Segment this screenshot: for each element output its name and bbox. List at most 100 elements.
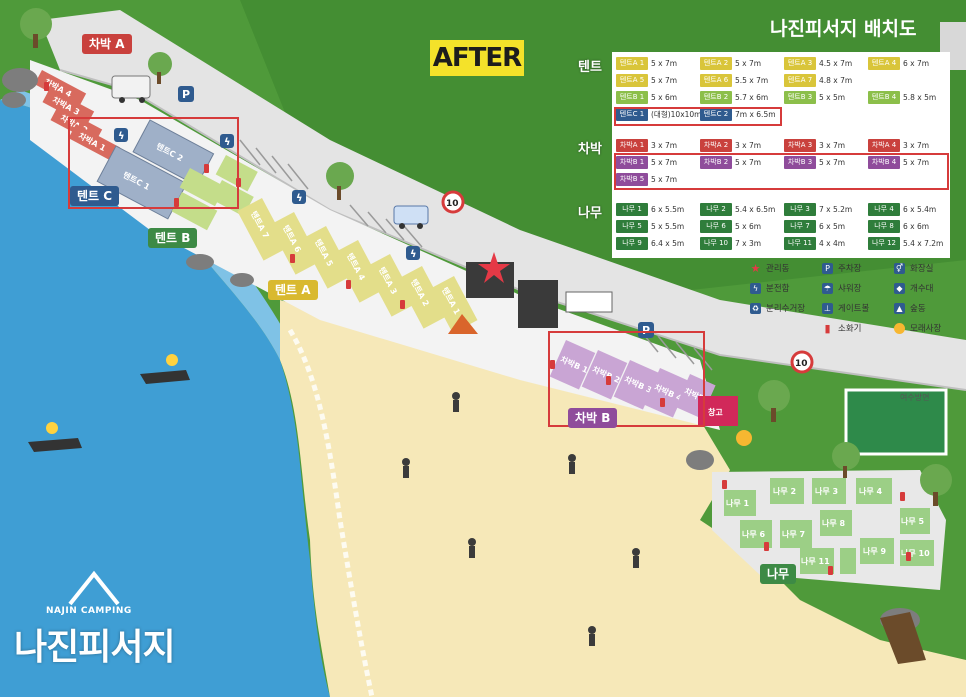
slot-namu[interactable]	[900, 540, 934, 566]
slot-chabak-a4[interactable]	[34, 70, 87, 108]
slot-tent-b[interactable]	[171, 192, 218, 231]
slot-namu[interactable]	[812, 478, 846, 504]
tent-site-size: 5 x 7m	[651, 75, 678, 85]
slot-tent-a4[interactable]	[333, 240, 385, 303]
tent-site-name: 텐트C 1	[616, 107, 648, 121]
slot-chabak-a3[interactable]	[42, 88, 95, 126]
namu-site-name: 나무 10	[700, 236, 732, 250]
speed-limit-sign: 10	[790, 350, 814, 374]
slot-label: 나무 2	[773, 486, 796, 496]
slot-label: 나무 11	[801, 556, 830, 566]
star-icon: ★	[750, 261, 761, 275]
sandbox-icon	[894, 322, 905, 334]
power-icon: ϟ	[406, 246, 420, 260]
tent-site-name: 텐트A 2	[700, 56, 732, 70]
tent-structure	[448, 314, 478, 334]
namu-site-name: 나무 6	[700, 219, 732, 233]
slot-chabak-a1[interactable]	[68, 124, 121, 162]
slot-namu[interactable]	[770, 478, 804, 504]
tent-site-size: (대형)10x10m	[651, 109, 702, 119]
namu-site-size: 7 x 5.2m	[819, 204, 853, 214]
road-direction-label: 여수방면	[900, 392, 929, 402]
namu-site-size: 6 x 6m	[903, 221, 930, 231]
slot-chabak-b1[interactable]	[549, 340, 596, 390]
sink-icon: ◆	[894, 282, 905, 294]
zone-label-tent-b: 텐트 B	[148, 228, 198, 248]
slot-label: 나무 7	[782, 529, 805, 539]
speed-limit-sign: 10	[441, 190, 465, 214]
slot-tent-a5[interactable]	[301, 226, 353, 289]
beach-people	[402, 392, 640, 646]
gateball-court	[844, 388, 948, 456]
road	[40, 10, 966, 390]
chabak-site-size: 5 x 7m	[903, 157, 930, 167]
namu-site-size: 5.4 x 6.5m	[735, 204, 776, 214]
slot-namu[interactable]	[820, 510, 852, 536]
tent-site-name: 텐트B 4	[868, 90, 900, 104]
slot-label: 나무 8	[822, 518, 846, 528]
svg-text:P: P	[182, 88, 190, 101]
category-label-namu: 나무	[578, 206, 602, 221]
gateball-icon: ⊥	[822, 302, 833, 314]
slot-label: 나무 10	[901, 548, 930, 558]
slot-chabak-b2[interactable]	[581, 350, 628, 400]
tent-size-cell	[868, 73, 952, 87]
slot-tent-b[interactable]	[211, 180, 254, 217]
chabak-site-size: 5 x 7m	[651, 174, 678, 184]
highlight-chabak-b-rows	[614, 153, 949, 190]
slot-namu[interactable]	[724, 490, 756, 516]
shower-icon: ☂	[822, 282, 833, 294]
category-label-chabak: 차박	[578, 142, 602, 157]
svg-text:ϟ: ϟ	[224, 137, 231, 148]
namu-site-size: 6 x 5m	[819, 221, 846, 231]
namu-site-size: 4 x 4m	[819, 238, 846, 248]
power-icon: ϟ	[114, 128, 128, 142]
legend-office: ★관리동	[750, 261, 790, 275]
slot-tent-a2[interactable]	[397, 266, 449, 329]
tent-site-size: 5 x 5m	[819, 92, 846, 102]
category-label-tent: 텐트	[578, 60, 602, 75]
slot-namu[interactable]	[900, 508, 930, 534]
chabak-site-name: 차박A 2	[700, 138, 732, 152]
slot-namu[interactable]	[860, 538, 894, 564]
namu-site-name: 나무 12	[868, 236, 900, 250]
slot-namu[interactable]	[780, 520, 812, 548]
sand-beach	[280, 300, 966, 697]
namu-site-name: 나무 4	[868, 202, 900, 216]
tent-site-name: 텐트C 2	[700, 107, 732, 121]
namu-site-name: 나무 5	[616, 219, 648, 233]
slot-namu[interactable]	[856, 478, 892, 504]
slot-namu[interactable]	[840, 548, 856, 574]
tent-site-size: 4.5 x 7m	[819, 58, 853, 68]
namu-site-size: 7 x 3m	[735, 238, 762, 248]
map-title: 나진피서지 배치도	[770, 18, 917, 40]
legend-extinguisher: ▮소화기	[822, 322, 861, 335]
power-icon: ϟ	[292, 190, 306, 204]
tent-a-slots: 텐트A 7 텐트A 6 텐트A 5 텐트A 4 텐트A 3 텐트A 2 텐트A …	[237, 198, 478, 334]
chabak-site-size: 5 x 7m	[819, 157, 846, 167]
forest-icon: ▲	[894, 302, 905, 314]
svg-text:ϟ: ϟ	[410, 249, 417, 260]
slot-tent-a7[interactable]	[237, 198, 289, 261]
namu-site-name: 나무 9	[616, 236, 648, 250]
chabak-site-name: 차박B 3	[784, 155, 816, 169]
slot-tent-a6[interactable]	[269, 212, 321, 275]
chabak-site-size: 3 x 7m	[903, 140, 930, 150]
tent-site-size: 6 x 7m	[903, 58, 930, 68]
slot-tent-b[interactable]	[215, 155, 258, 192]
tent-site-size: 5 x 6m	[651, 92, 678, 102]
restroom-icon: ⚥	[894, 262, 905, 274]
namu-site-name: 나무 2	[700, 202, 732, 216]
